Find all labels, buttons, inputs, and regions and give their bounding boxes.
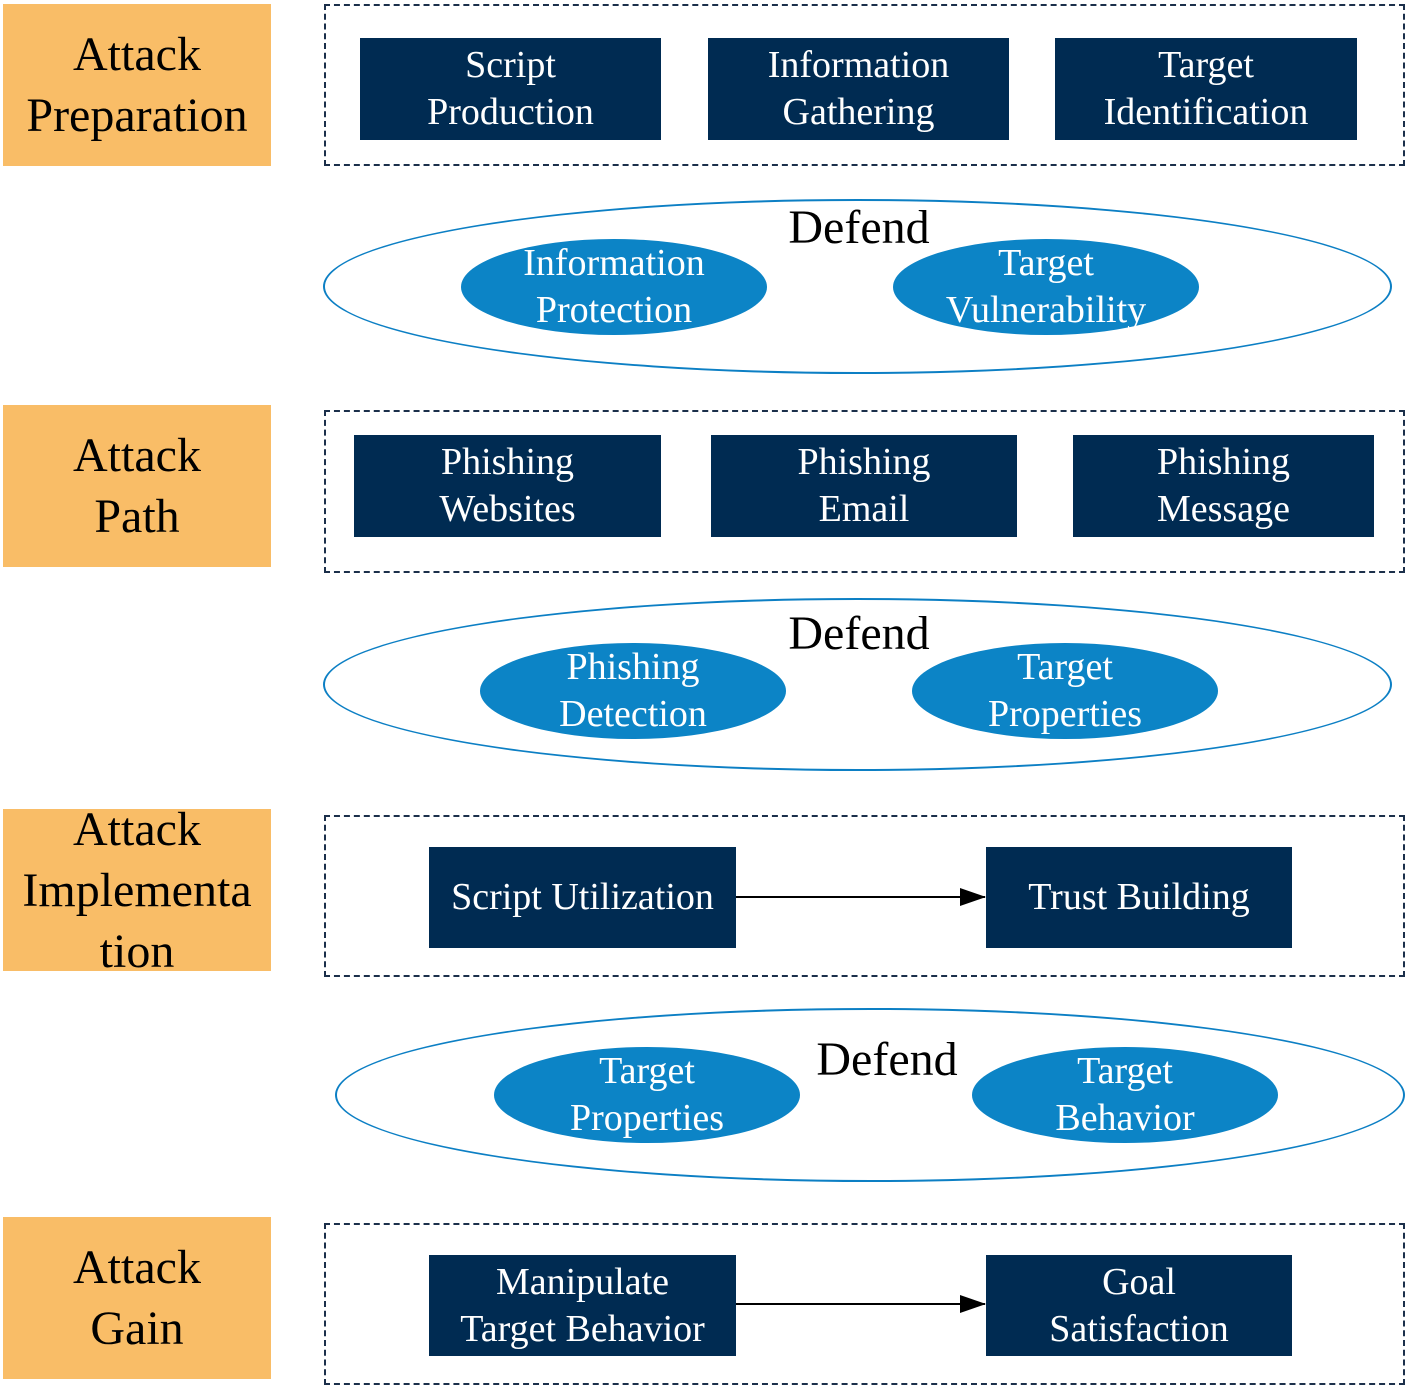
node-goal-satisfaction: Goal Satisfaction: [986, 1255, 1292, 1356]
node-label-line: Satisfaction: [1049, 1307, 1229, 1350]
node-label-line: Production: [427, 91, 594, 133]
defend-item-target-properties: Target Properties: [494, 1047, 800, 1143]
defend-item-line: Information: [523, 242, 705, 284]
defend-item-line: Target: [1077, 1050, 1173, 1092]
defend-item-target-properties: Target Properties: [912, 643, 1218, 739]
node-phishing-email: Phishing Email: [711, 435, 1017, 537]
defend-item-target-vulnerability: Target Vulnerability: [893, 239, 1199, 335]
gain-group-box: [324, 1223, 1405, 1385]
defend-item-line: Vulnerability: [945, 289, 1147, 331]
stage-label-line: Attack: [73, 802, 201, 856]
node-label-line: Phishing: [440, 441, 575, 483]
stage-label-line: Attack: [73, 28, 201, 81]
node-label-line: Script: [465, 44, 556, 86]
defend-item-line: Properties: [987, 693, 1143, 735]
node-label-line: Goal: [1102, 1260, 1176, 1303]
stage-label-line: Attack: [73, 1241, 201, 1294]
node-label-line: Information: [767, 44, 950, 86]
node-label-line: Websites: [439, 488, 576, 530]
node-phishing-message: Phishing Message: [1073, 435, 1374, 537]
defend-item-line: Target: [599, 1050, 695, 1092]
defend-item-line: Target: [1017, 646, 1113, 688]
stage-label-line: tion: [99, 924, 175, 978]
node-information-gathering: Information Gathering: [708, 38, 1009, 140]
node-script-production: Script Production: [360, 38, 661, 140]
preparation-group-box: [324, 4, 1405, 166]
node-label-line: Phishing: [797, 441, 931, 483]
stage-label-line: Preparation: [26, 89, 248, 142]
node-label-line: Gathering: [782, 91, 935, 133]
defend-label-1: Defend: [788, 201, 930, 254]
node-label-line: Manipulate: [495, 1260, 670, 1303]
stage-attack-implementation: Attack Implementa tion: [3, 803, 271, 978]
defend-item-line: Phishing: [566, 646, 700, 688]
defend-item-line: Detection: [559, 693, 707, 735]
node-label-line: Target: [1158, 44, 1254, 86]
path-group-box: [324, 410, 1405, 573]
defend-item-line: Protection: [535, 289, 693, 331]
defend-item-line: Properties: [569, 1097, 725, 1139]
implementation-group-box: [324, 815, 1405, 977]
node-trust-building: Trust Building: [986, 847, 1292, 948]
node-label-line: Target Behavior: [460, 1307, 705, 1350]
stage-attack-preparation: Attack Preparation: [3, 4, 271, 166]
arrowhead-icon: [960, 1295, 986, 1313]
node-label-line: Script Utilization: [451, 876, 714, 918]
stage-label-line: Path: [94, 490, 180, 543]
defend-label-2: Defend: [788, 607, 930, 660]
node-manipulate-target-behavior: Manipulate Target Behavior: [429, 1255, 736, 1356]
stage-attack-gain: Attack Gain: [3, 1217, 271, 1379]
node-script-utilization: Script Utilization: [429, 847, 736, 948]
defend-item-information-protection: Information Protection: [461, 239, 767, 335]
defend-item-target-behavior: Target Behavior: [972, 1047, 1278, 1143]
node-label-line: Message: [1157, 488, 1290, 530]
stage-label-line: Attack: [73, 429, 201, 482]
arrowhead-icon: [960, 888, 986, 906]
node-phishing-websites: Phishing Websites: [354, 435, 661, 537]
node-label-line: Trust Building: [1028, 876, 1250, 918]
defend-item-line: Target: [998, 242, 1094, 284]
defend-item-phishing-detection: Phishing Detection: [480, 643, 786, 739]
node-target-identification: Target Identification: [1055, 38, 1357, 140]
stage-attack-path: Attack Path: [3, 405, 271, 567]
node-label-line: Phishing: [1156, 441, 1291, 483]
stage-label-line: Implementa: [22, 863, 252, 917]
defend-item-line: Behavior: [1055, 1097, 1195, 1139]
node-label-line: Email: [818, 488, 910, 530]
defend-label-3: Defend: [816, 1033, 958, 1086]
node-label-line: Identification: [1103, 91, 1309, 133]
stage-label-line: Gain: [90, 1302, 184, 1355]
